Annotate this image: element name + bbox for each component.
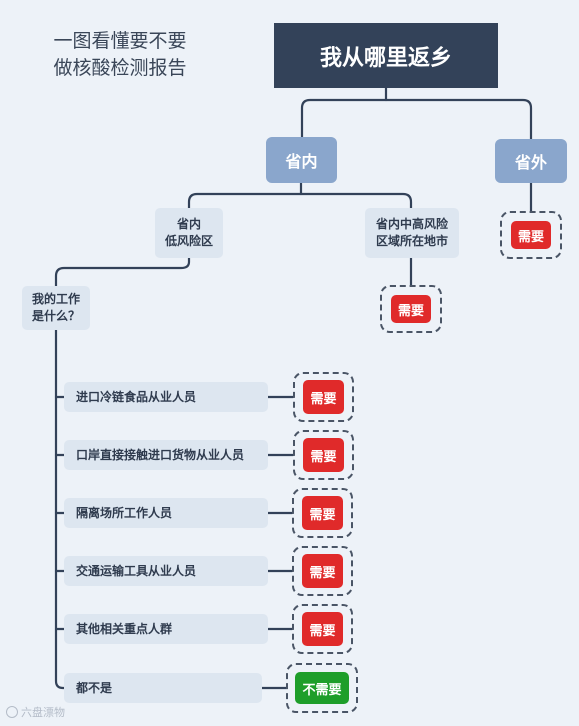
job-option-3: 隔离场所工作人员 [64, 498, 268, 528]
heading-line-1: 一图看懂要不要 [53, 30, 187, 52]
job-option-5: 其他相关重点人群 [64, 614, 268, 644]
watermark-logo-icon [6, 706, 18, 718]
job-option-none: 都不是 [64, 673, 262, 703]
low-risk-line-2: 低风险区 [164, 234, 213, 248]
mid-high-result-badge: 需要 [391, 295, 431, 323]
job-question-line-2: 是什么？ [31, 309, 80, 323]
outside-result-frame: 需要 [500, 211, 562, 259]
job-option-4: 交通运输工具从业人员 [64, 556, 268, 586]
branch-inside-province: 省内 [266, 137, 337, 183]
job-option-none-result-frame: 不需要 [286, 663, 358, 713]
low-risk-node: 省内 低风险区 [155, 208, 223, 258]
job-question-node: 我的工作 是什么？ [22, 286, 90, 330]
watermark: 六盘漂物 [6, 704, 65, 720]
low-risk-line-1: 省内 [176, 217, 201, 231]
job-option-4-result-frame: 需要 [292, 546, 353, 596]
job-option-1: 进口冷链食品从业人员 [64, 382, 268, 412]
job-option-3-result-badge: 需要 [302, 496, 343, 530]
outside-result-badge: 需要 [511, 221, 551, 249]
job-option-2: 口岸直接接触进口货物从业人员 [64, 440, 268, 470]
infographic-heading: 一图看懂要不要 做核酸检测报告 [30, 28, 210, 82]
mid-high-result-frame: 需要 [380, 285, 442, 333]
watermark-text: 六盘漂物 [21, 706, 65, 719]
job-option-5-result-frame: 需要 [292, 604, 353, 654]
mid-high-risk-node: 省内中高风险 区域所在地市 [365, 208, 459, 258]
mid-high-risk-line-2: 区域所在地市 [375, 234, 448, 248]
mid-high-risk-line-1: 省内中高风险 [375, 217, 448, 231]
job-option-1-result-frame: 需要 [293, 372, 354, 422]
heading-line-2: 做核酸检测报告 [53, 57, 187, 79]
job-option-2-result-frame: 需要 [293, 430, 354, 480]
job-option-none-result-badge: 不需要 [295, 672, 349, 704]
job-option-5-result-badge: 需要 [302, 612, 343, 646]
job-question-line-1: 我的工作 [31, 292, 80, 306]
root-node: 我从哪里返乡 [274, 23, 498, 88]
job-option-2-result-badge: 需要 [303, 438, 344, 472]
job-option-4-result-badge: 需要 [302, 554, 343, 588]
job-option-3-result-frame: 需要 [292, 488, 353, 538]
branch-outside-province: 省外 [495, 139, 567, 183]
job-option-1-result-badge: 需要 [303, 380, 344, 414]
